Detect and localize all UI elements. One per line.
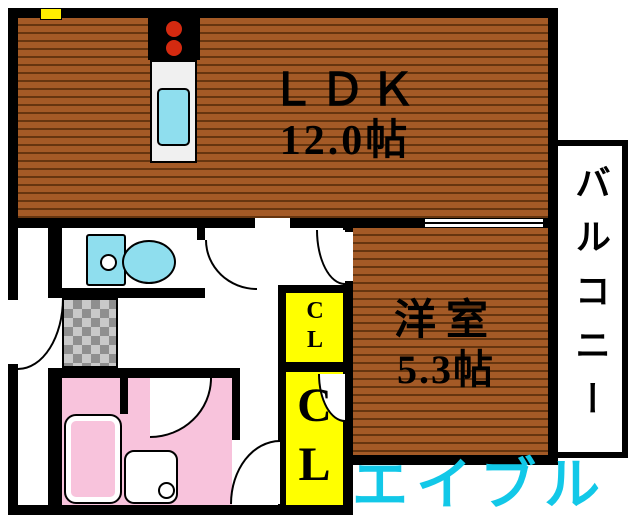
balcony-label-block: バルコニー [558, 146, 622, 452]
wall-ldk-south-left [8, 218, 255, 228]
wall-bath-top [48, 368, 240, 378]
ldk-western-sliding-door [425, 219, 543, 227]
western-room-name: 洋室 [393, 297, 498, 344]
toilet-icon [122, 240, 176, 284]
wall-bottom [8, 505, 353, 515]
entry-door-opening [8, 300, 18, 364]
wall-balcony-top [558, 140, 628, 146]
western-room-size: 5.3帖 [397, 347, 495, 393]
wall-toilet-right-stub [197, 218, 205, 240]
wall-closet-top [278, 285, 350, 293]
western-label-block: 洋室 5.3帖 [356, 286, 536, 404]
closet-upper-label-block: CL [286, 294, 343, 360]
wall-right-unit [548, 8, 558, 465]
ldk-room-size: 12.0帖 [279, 117, 411, 164]
wall-left [8, 8, 18, 515]
burner-icon [166, 21, 182, 37]
wall-inner-left-lower [48, 368, 62, 505]
wall-western-left [343, 218, 353, 505]
western-door-opening [343, 232, 353, 281]
balcony-name: バルコニー [570, 164, 610, 434]
wall-closet-left [278, 285, 286, 505]
toilet-button-icon [100, 254, 117, 271]
washing-machine-icon [124, 450, 178, 504]
balcony-floor [558, 146, 622, 452]
wall-western-bottom [343, 455, 558, 465]
wall-top [8, 8, 558, 18]
closet-upper [286, 293, 343, 362]
closet-lower-name: CL [288, 379, 341, 497]
toilet-tank-icon [86, 234, 126, 286]
closet-lower-label-block: CL [286, 374, 343, 502]
wall-inner-left-upper [48, 218, 62, 298]
brand-watermark: エイブル [352, 453, 608, 516]
wall-closet-mid [278, 362, 350, 372]
burner-icon [166, 40, 182, 56]
legend-marker [40, 8, 62, 20]
ldk-floor [18, 18, 548, 218]
wall-washroom-right [232, 368, 240, 440]
closet-upper-name: CL [302, 298, 328, 356]
bathtub-icon [64, 414, 122, 504]
ldk-label-block: ＬＤＫ 12.0帖 [225, 60, 465, 170]
wall-ldk-south-right [290, 218, 558, 228]
stove-burners-icon [148, 18, 200, 60]
ldk-room-name: ＬＤＫ [269, 64, 420, 115]
wall-toilet-bottom [48, 288, 205, 298]
wall-balcony-right [622, 140, 628, 458]
genkan-tile-icon [62, 298, 118, 368]
wall-bath-stub [120, 378, 128, 414]
kitchen-sink-icon [157, 88, 190, 146]
washer-dial-icon [158, 482, 175, 499]
wall-balcony-bottom [558, 452, 628, 458]
western-room-floor [353, 228, 548, 455]
